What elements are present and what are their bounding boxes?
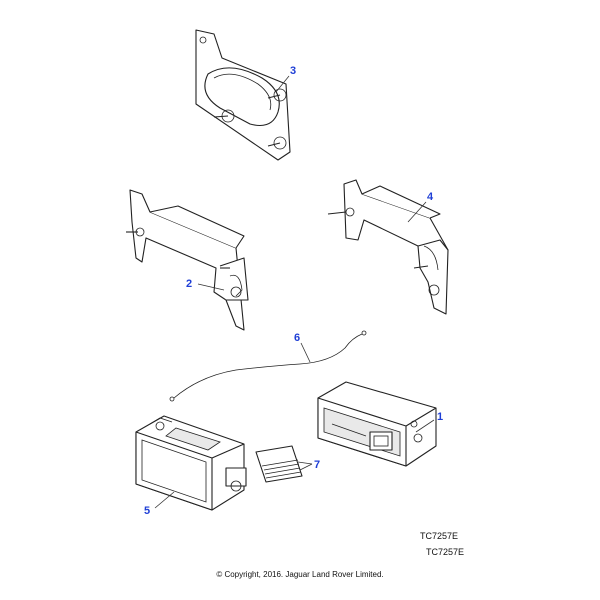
part-4-right-bracket: [327, 179, 449, 315]
part-5-control-module: [135, 415, 247, 511]
copyright-notice: © Copyright, 2016. Jaguar Land Rover Lim…: [216, 570, 384, 579]
callout-4: 4: [427, 191, 434, 203]
reference-code-upper: TC7257E: [420, 531, 459, 541]
callout-7: 7: [314, 459, 320, 471]
part-2-left-bracket: [126, 189, 249, 331]
part-3-mounting-plate: [195, 29, 291, 161]
callout-2: 2: [186, 278, 192, 290]
leader-lines: [154, 75, 435, 509]
callout-5: 5: [144, 505, 150, 517]
part-6-cable: [169, 330, 367, 402]
callout-6: 6: [294, 332, 300, 344]
callout-1: 1: [437, 411, 443, 423]
part-1-control-module: [317, 381, 437, 467]
part-7-label-sheet: [255, 445, 303, 483]
callout-3: 3: [290, 65, 296, 77]
reference-code-lower: TC7257E: [426, 547, 465, 557]
